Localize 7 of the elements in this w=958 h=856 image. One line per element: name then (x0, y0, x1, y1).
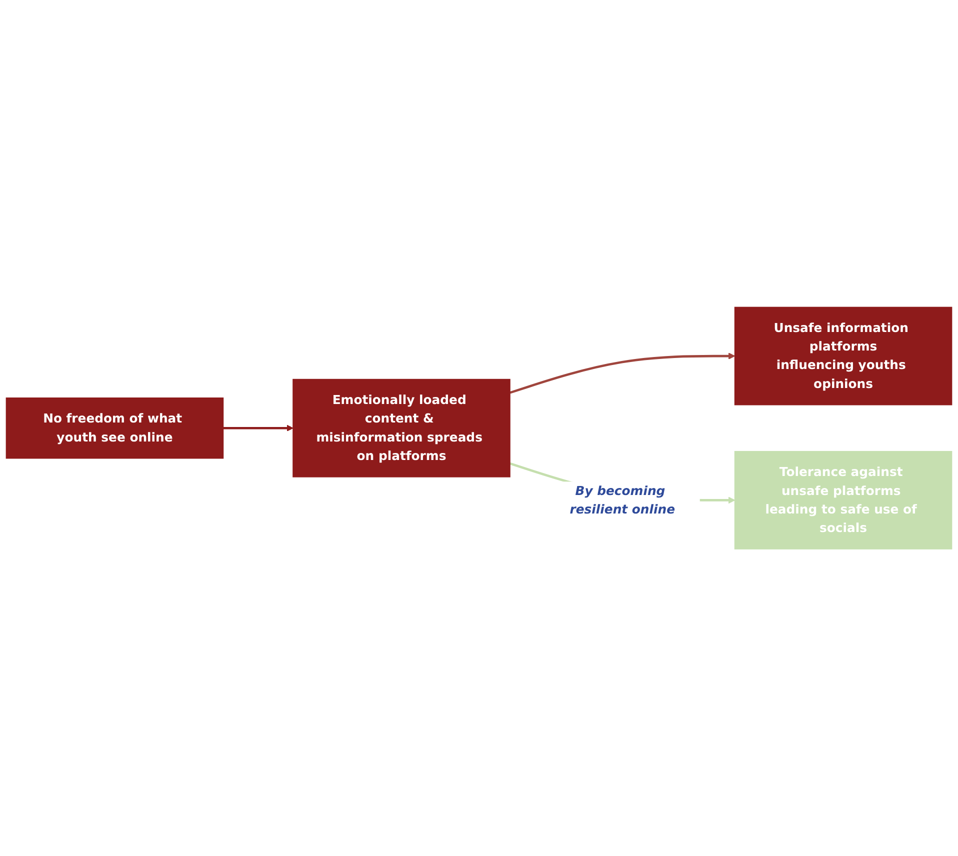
arrow (510, 352, 736, 394)
node-box: Tolerance against unsafe platforms leading to safe use of socials (734, 450, 952, 550)
node-box: Emotionally loaded content & misinformation spreads on platforms (292, 378, 510, 478)
node-box: Unsafe information platforms influencing youths opinions (734, 306, 952, 406)
arrow (223, 424, 294, 432)
edge-label: By becoming resilient online (570, 483, 676, 516)
node-box: No freedom of what youth see online (6, 397, 224, 459)
